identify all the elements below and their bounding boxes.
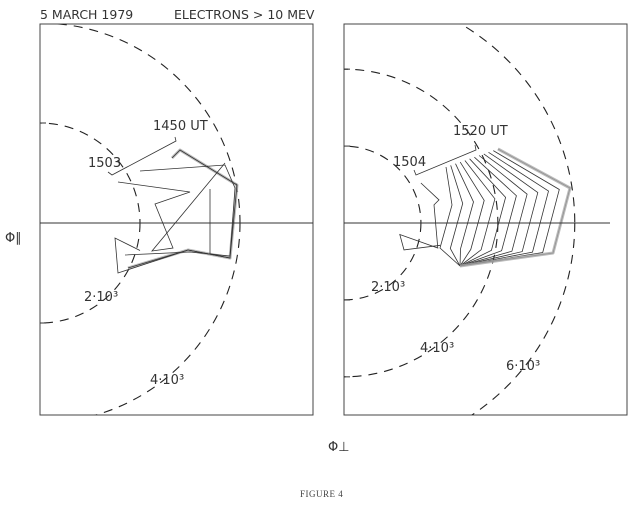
left-time-leader — [107, 136, 177, 176]
right-trace-8 — [459, 153, 539, 267]
left-contour-label-4e3: 4·10³ — [150, 373, 184, 388]
right-contour-label-2e3: 2·10³ — [371, 280, 405, 295]
left-contour-label-2e3: 2·10³ — [84, 290, 118, 305]
right-early-trace — [399, 182, 441, 251]
right-trace-2 — [455, 163, 474, 267]
right-contour-label-4e3: 4·10³ — [420, 341, 454, 356]
left-panel: 1450 UT 1503 2·10³ 4·10³ — [39, 23, 314, 416]
right-trace-0 — [439, 166, 461, 267]
x-axis-label: Φ⊥ — [328, 440, 350, 455]
figure-caption: FIGURE 4 — [300, 489, 343, 499]
right-trace-9 — [459, 151, 549, 267]
right-trace-4 — [459, 160, 496, 267]
y-axis-label: Φ∥ — [5, 231, 22, 246]
right-trace-6 — [459, 156, 517, 267]
right-trace-3 — [459, 161, 485, 267]
title-particles: ELECTRONS > 10 MEV — [174, 7, 315, 22]
right-outer-band — [459, 147, 572, 268]
right-trace-7 — [459, 155, 528, 267]
left-trace-b — [117, 162, 226, 252]
left-end-time-label: 1503 — [88, 156, 121, 171]
left-frame — [39, 23, 314, 416]
right-trace-10 — [459, 150, 560, 267]
right-frame — [343, 23, 628, 416]
right-trace-5 — [459, 158, 507, 267]
title-date: 5 MARCH 1979 — [40, 7, 133, 22]
right-time-leader — [413, 144, 477, 176]
left-start-time-label: 1450 UT — [153, 119, 208, 134]
right-end-time-label: 1504 — [393, 155, 426, 170]
left-outer-band-edge — [127, 149, 238, 269]
right-panel: 1520 UT 1504 2·10³ 4·10³ 6·10³ — [343, 23, 628, 416]
right-start-time-label: 1520 UT — [453, 124, 508, 139]
right-contour-label-6e3: 6·10³ — [506, 359, 540, 374]
left-trace-a — [124, 164, 236, 257]
right-trace-1 — [449, 165, 464, 267]
